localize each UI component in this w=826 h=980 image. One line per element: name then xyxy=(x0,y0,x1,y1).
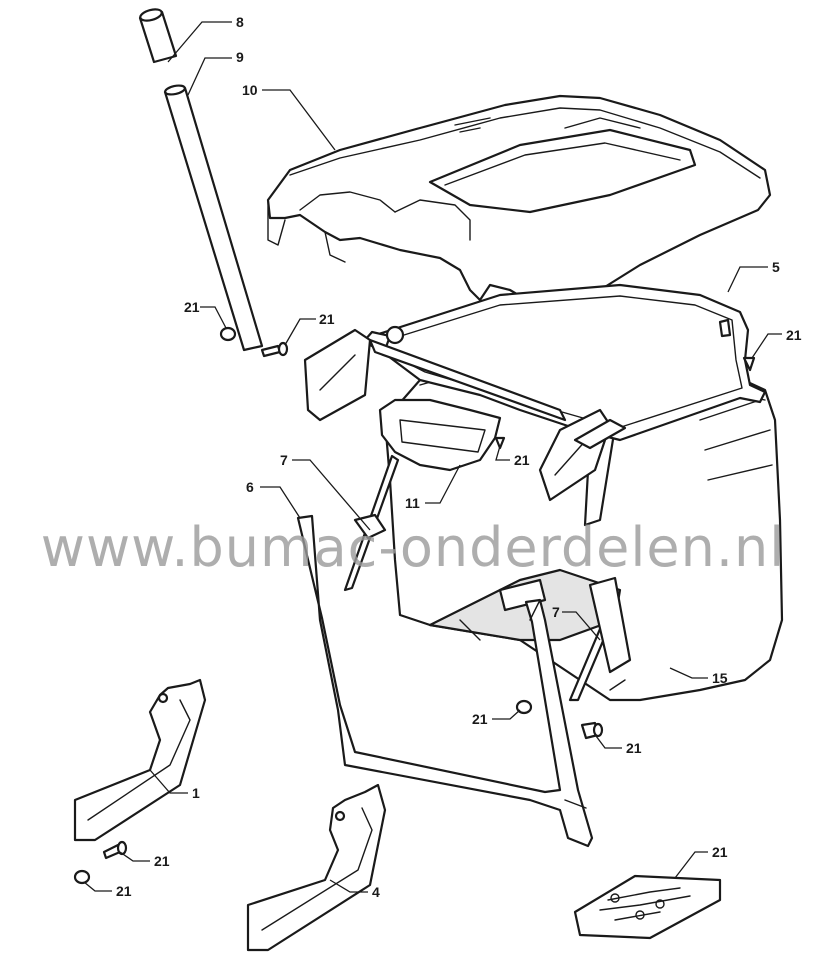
callout-21-nut-center: 21 xyxy=(472,711,488,727)
callout-21-bag: 21 xyxy=(712,844,728,860)
hinge-plate-right xyxy=(538,408,627,502)
fastener-nut-low xyxy=(73,869,91,885)
callout-5: 5 xyxy=(772,259,780,275)
callout-8: 8 xyxy=(236,14,244,30)
part-6-lower-frame xyxy=(296,514,594,848)
hinge-plate-left xyxy=(303,325,567,422)
callout-7-left: 7 xyxy=(280,452,288,468)
callout-21-screw-mid: 21 xyxy=(514,452,530,468)
fastener-bolt-low xyxy=(102,840,128,860)
part-4-bracket-right xyxy=(246,783,387,952)
part-10-catcher-lid xyxy=(266,94,772,350)
part-8-handle-grip xyxy=(138,8,178,64)
callout-21-bolt-low: 21 xyxy=(154,853,170,869)
part-11-deflector xyxy=(378,398,502,472)
leader-lines xyxy=(83,21,782,893)
callout-1: 1 xyxy=(192,785,200,801)
callout-21-bolt-center: 21 xyxy=(626,740,642,756)
fastener-screw-mid xyxy=(494,436,506,450)
fastener-nut-top xyxy=(219,326,237,342)
watermark-text: www.bumac-onderdelen.nl xyxy=(41,516,785,579)
callout-labels: 8 9 10 5 21 21 21 7 21 6 11 7 15 21 21 1… xyxy=(116,14,802,900)
callout-7-right: 7 xyxy=(552,604,560,620)
callout-21-screw-right: 21 xyxy=(786,327,802,343)
part-1-bracket-left xyxy=(73,678,207,842)
callout-10: 10 xyxy=(242,82,258,98)
part-9-handle-tube xyxy=(163,84,264,352)
callout-11: 11 xyxy=(405,495,420,511)
callout-6: 6 xyxy=(246,479,254,495)
callout-15: 15 xyxy=(712,670,728,686)
fastener-bolt-top xyxy=(260,341,289,358)
callout-4: 4 xyxy=(372,884,380,900)
callout-9: 9 xyxy=(236,49,244,65)
callout-21-nut-top: 21 xyxy=(184,299,200,315)
callout-21-bolt-top: 21 xyxy=(319,311,335,327)
fastener-bolt-center xyxy=(580,721,604,740)
fastener-nut-center xyxy=(515,699,533,715)
part-7-gas-strut-right xyxy=(568,576,632,702)
callout-21-nut-low: 21 xyxy=(116,883,132,899)
fastener-hardware-bag xyxy=(573,874,722,940)
fastener-screw-right xyxy=(742,356,756,372)
